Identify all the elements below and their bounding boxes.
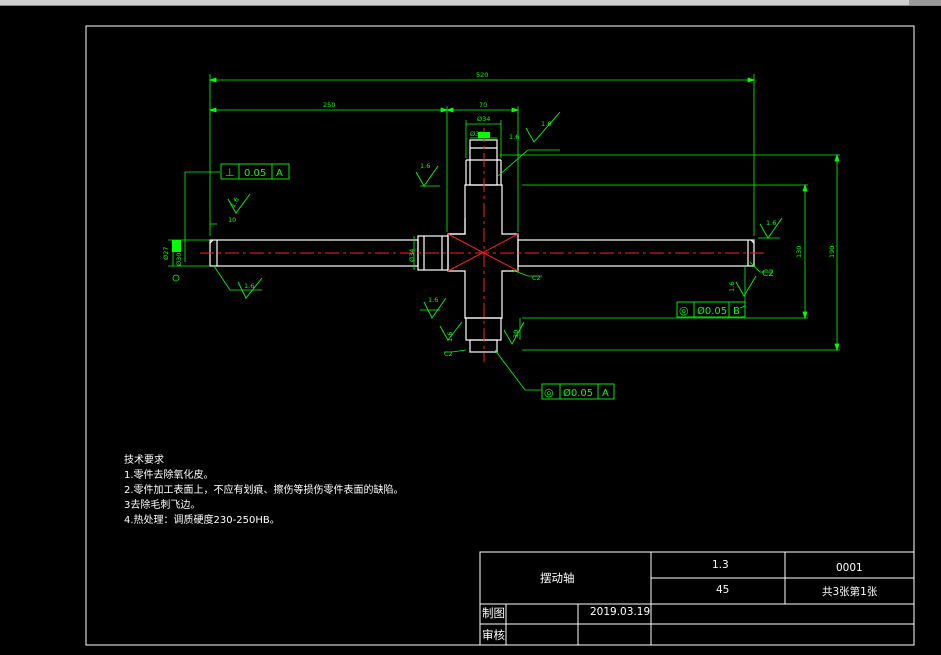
title-block-grid — [479, 551, 915, 646]
part-name: 摆动轴 — [540, 571, 575, 585]
dim-right-outer: 190 — [828, 246, 836, 258]
concentricity-right-datum: B — [733, 306, 740, 317]
roughness-symbols — [227, 111, 783, 345]
dim-left-step: 10 — [228, 216, 236, 224]
perpendicularity-value: 0.05 — [244, 168, 266, 179]
concentricity-icon: ◎ — [679, 304, 689, 317]
roughness-right-lower: 1.6 — [728, 282, 736, 292]
dim-left-end-b: Ø30 — [175, 253, 183, 266]
tech-requirements-title: 技术要求 — [124, 455, 164, 466]
perpendicularity-icon: ⊥ — [225, 166, 235, 179]
scale: 1.3 — [712, 559, 729, 571]
chamfer-center: C2 — [532, 274, 541, 282]
perpendicularity-datum: A — [276, 168, 283, 179]
dim-top-diameter: Ø34 — [477, 115, 490, 123]
tolerance-perpendicularity: ⊥ 0.05 A — [220, 163, 290, 180]
center-mark-icon — [172, 274, 180, 282]
tech-requirement-item: 4.热处理：调质硬度230-250HB。 — [124, 515, 280, 526]
concentricity-bottom-icon: ◎ — [544, 386, 554, 399]
window-title-bar — [0, 0, 941, 6]
roughness-bottom-inner: 1.6 — [446, 332, 454, 342]
drawn-date: 2019.03.19 — [590, 606, 651, 618]
material: 45 — [716, 584, 730, 596]
title-bar-control[interactable] — [909, 0, 941, 5]
tech-requirement-item: 3去除毛刺飞边。 — [124, 500, 201, 511]
roughness-bottom-left: 1.6 — [428, 296, 438, 304]
concentricity-bottom-value: Ø0.05 — [563, 387, 593, 399]
roughness-right: 1.6 — [766, 219, 776, 227]
dim-top-shoulder: Ø30 — [470, 130, 483, 138]
roughness-top: 1.6 — [541, 120, 551, 128]
part-outline — [209, 139, 755, 353]
dim-overall-length: 520 — [476, 71, 488, 79]
roughness-top-left: 1.6 — [420, 162, 430, 170]
drawn-label: 制图 — [482, 606, 505, 620]
tolerance-concentricity-right: ◎ Ø0.05 B — [676, 301, 746, 318]
roughness-left-upper: 1.6 — [229, 196, 241, 209]
review-label: 审核 — [482, 628, 505, 642]
concentricity-bottom-datum: A — [602, 388, 609, 399]
dim-right-inner: 130 — [795, 246, 803, 258]
dim-shaft-diameter: Ø34 — [408, 249, 416, 262]
dimension-lines — [168, 74, 840, 391]
concentricity-right-value: Ø0.05 — [697, 305, 727, 317]
tech-requirement-item: 1.零件去除氧化皮。 — [124, 470, 214, 481]
drawing-number: 0001 — [836, 562, 863, 574]
centerlines — [200, 128, 764, 362]
datum-b-marker — [478, 132, 490, 138]
dim-cross-width: 70 — [479, 101, 487, 109]
tolerance-concentricity-bottom: ◎ Ø0.05 A — [541, 383, 615, 400]
dim-left-length: 250 — [323, 101, 335, 109]
datum-a-marker — [172, 240, 181, 252]
technical-requirements: 技术要求 1.零件去除氧化皮。 2.零件加工表面上，不应有划痕、擦伤等损伤零件表… — [124, 453, 404, 528]
chamfer-right: C2 — [762, 269, 774, 279]
dim-top-step: 1.6 — [509, 133, 519, 141]
chamfer-bottom: C2 — [444, 350, 453, 358]
tech-requirement-item: 2.零件加工表面上，不应有划痕、擦伤等损伤零件表面的缺陷。 — [124, 485, 404, 496]
dim-left-end-a: Ø27 — [162, 247, 170, 260]
sheet-info: 共3张第1张 — [822, 586, 878, 598]
dim-bottom-step: 30 — [512, 330, 520, 338]
roughness-left-lower: 1.6 — [244, 282, 254, 290]
